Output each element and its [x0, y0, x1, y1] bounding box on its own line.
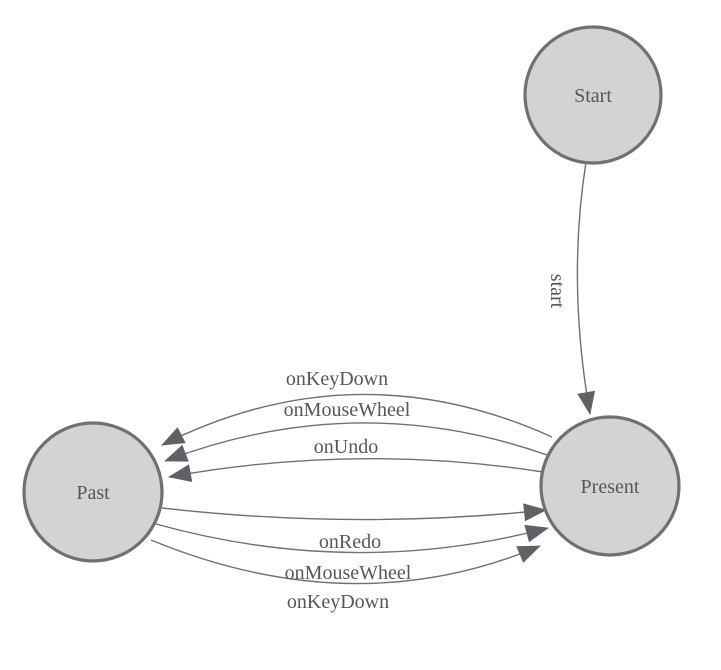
present-node-circle[interactable]: [539, 415, 681, 557]
node-present[interactable]: Present: [539, 415, 681, 557]
edge-label-onundo: onUndo: [314, 436, 378, 458]
edge-past-to-present-onredo: [161, 503, 547, 522]
present-node-label: Present: [581, 476, 640, 498]
edge-present-to-past-onkeydown: [161, 393, 553, 446]
edge-label-onmousewheel-bottom: onMouseWheel: [285, 562, 412, 584]
edge-present-to-past-onmousewheel: [164, 422, 548, 462]
node-start[interactable]: Start: [523, 25, 663, 165]
edge-start-to-present: [576, 161, 596, 415]
edge-label-onkeydown-bottom: onKeyDown: [287, 591, 389, 613]
node-past[interactable]: Past: [22, 421, 164, 563]
edge-label-onmousewheel-top: onMouseWheel: [284, 399, 411, 421]
start-node-label: Start: [574, 85, 612, 107]
past-node-label: Past: [76, 482, 110, 504]
edge-label-onkeydown-top: onKeyDown: [286, 368, 388, 390]
edge-label-onredo: onRedo: [319, 531, 381, 553]
edge-past-to-present-onmousewheel: [155, 523, 549, 554]
past-node-circle[interactable]: [22, 421, 164, 563]
edge-past-to-present-onkeydown: [150, 539, 541, 585]
start-node-circle[interactable]: [523, 25, 663, 165]
edge-present-to-past-onundo: [168, 457, 544, 482]
edge-label-start: start: [546, 274, 568, 309]
